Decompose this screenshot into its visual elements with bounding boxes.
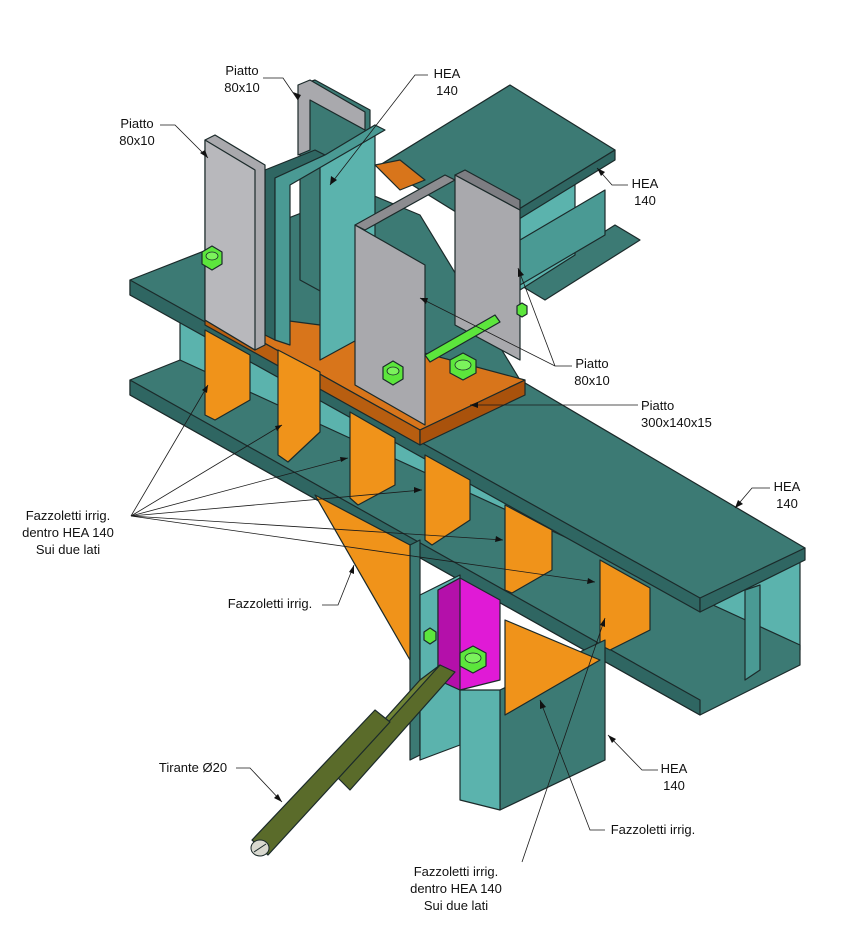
stiffener-3 [349, 411, 396, 506]
piatto-right-front [354, 224, 426, 426]
label-piatto-top: Piatto 80x10 [224, 63, 259, 95]
threaded-rod [424, 314, 501, 363]
plate-300-side [419, 379, 526, 446]
label-hea-top-line1: HEA [434, 66, 461, 81]
label-hea-top-line2: 140 [436, 83, 458, 98]
label-hea-bottom: HEA 140 [661, 761, 688, 793]
label-hea-right-upper-line2: 140 [634, 193, 656, 208]
label-fazzoletti-irrig-mid-line1: Fazzoletti irrig. [228, 596, 313, 611]
label-fazzoletti-irrig-bottom-line1: Fazzoletti irrig. [611, 822, 696, 837]
nut-icon [459, 645, 487, 674]
label-piatto-right-line1: Piatto [575, 356, 608, 371]
leader-lines [130, 74, 770, 863]
label-piatto-left: Piatto 80x10 [119, 116, 154, 148]
hea-main-web-end [744, 584, 761, 681]
label-hea-bottom-line1: HEA [661, 761, 688, 776]
stiffeners-main-beam [204, 329, 651, 651]
label-piatto-top-line2: 80x10 [224, 80, 259, 95]
bolt-icon [423, 627, 437, 645]
hea-main-top-flange-end [699, 547, 806, 613]
gusset-left [314, 494, 411, 661]
label-hea-top: HEA 140 [434, 66, 461, 98]
label-fazzoletti-bottom-line3: Sui due lati [424, 898, 488, 913]
gusset-left-shape [314, 494, 411, 661]
tirante-body [251, 709, 391, 856]
bolt-icon [201, 245, 223, 271]
label-piatto-left-line2: 80x10 [119, 133, 154, 148]
shim-orange [374, 159, 426, 191]
bolts [201, 245, 528, 386]
column-bottom-back [409, 539, 421, 761]
label-piatto-top-line1: Piatto [225, 63, 258, 78]
label-tirante: Tirante Ø20 [159, 760, 227, 775]
piatto-left-plate-edge [204, 139, 256, 351]
column-bottom-front-face [459, 689, 501, 811]
label-hea-right-upper: HEA 140 [632, 176, 659, 208]
tirante-rod [250, 664, 456, 857]
label-fazzoletti-left: Fazzoletti irrig. dentro HEA 140 Sui due… [22, 508, 114, 557]
clamp-side [437, 577, 461, 691]
label-fazzoletti-left-line3: Sui due lati [36, 542, 100, 557]
label-hea-bottom-line2: 140 [663, 778, 685, 793]
stiffener-4 [424, 454, 471, 546]
column-top-flange-front-face [274, 124, 386, 346]
clamp-magenta [423, 577, 501, 691]
stiffener-6 [599, 559, 651, 651]
label-fazzoletti-left-line1: Fazzoletti irrig. [26, 508, 111, 523]
gusset-bottom [504, 619, 601, 716]
label-hea-right-mid-line2: 140 [776, 496, 798, 511]
label-fazzoletti-irrig-mid: Fazzoletti irrig. [228, 596, 313, 611]
label-hea-right-mid: HEA 140 [774, 479, 801, 511]
bolt-icon [382, 360, 404, 386]
stiffener-2 [277, 349, 321, 463]
label-piatto-300: Piatto 300x140x15 [641, 398, 712, 430]
rod-body [424, 314, 501, 363]
label-piatto-300-line1: Piatto [641, 398, 674, 413]
label-fazzoletti-irrig-bottom: Fazzoletti irrig. [611, 822, 696, 837]
piatto-top-plate [297, 79, 366, 156]
label-hea-right-mid-line1: HEA [774, 479, 801, 494]
stiffener-1 [204, 329, 251, 421]
label-fazzoletti-bottom: Fazzoletti irrig. dentro HEA 140 Sui due… [410, 864, 502, 913]
label-tirante-line1: Tirante Ø20 [159, 760, 227, 775]
label-hea-right-upper-line1: HEA [632, 176, 659, 191]
label-piatto-right-line2: 80x10 [574, 373, 609, 388]
nut-icon [449, 352, 477, 381]
label-fazzoletti-left-line2: dentro HEA 140 [22, 525, 114, 540]
label-piatto-300-line2: 300x140x15 [641, 415, 712, 430]
hea-beam-back [379, 84, 641, 301]
label-fazzoletti-bottom-line1: Fazzoletti irrig. [414, 864, 499, 879]
piatto-80x10-plates [204, 79, 521, 426]
bolt-icon [516, 302, 528, 318]
label-piatto-left-line1: Piatto [120, 116, 153, 131]
label-piatto-right: Piatto 80x10 [574, 356, 609, 388]
label-fazzoletti-bottom-line2: dentro HEA 140 [410, 881, 502, 896]
piatto-right-back-dark [454, 169, 521, 211]
